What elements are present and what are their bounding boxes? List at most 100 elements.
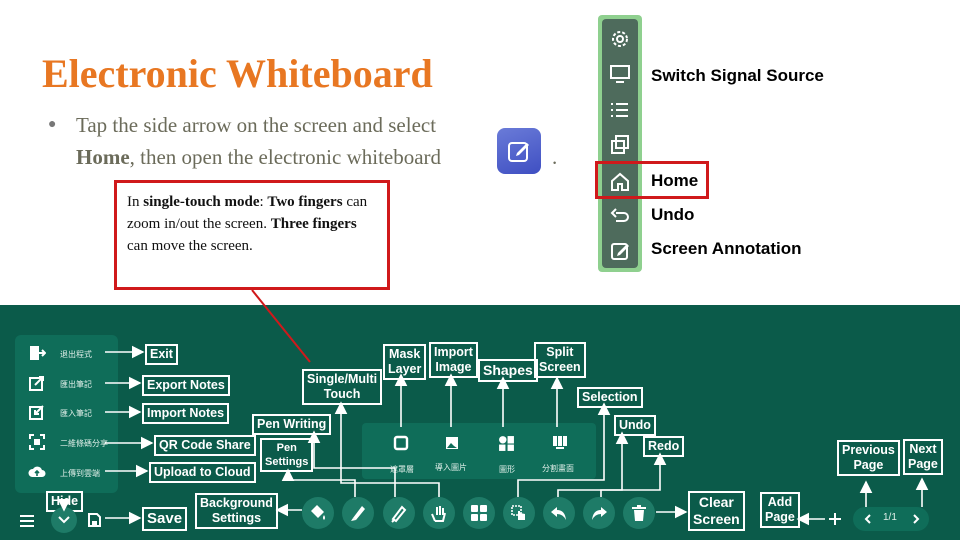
page-counter: 1/1: [883, 512, 897, 523]
menu-item-qr[interactable]: 二維條碼分享: [60, 439, 108, 448]
edit-icon[interactable]: [608, 239, 632, 263]
save-label: Save: [142, 507, 188, 531]
qr-code-share-label: QR Code Share: [154, 435, 256, 456]
menu-icon[interactable]: [18, 513, 36, 529]
redo-label: Redo: [643, 436, 685, 457]
screen-annotation-label: Screen Annotation: [651, 239, 802, 258]
touch-mode-callout: In single-touch mode: Two fingers can zo…: [114, 180, 390, 290]
split-screen-line-2: Screen: [539, 360, 581, 374]
instruction-text: ● Tap the side arrow on the screen and s…: [48, 109, 568, 179]
list-icon[interactable]: [608, 98, 632, 122]
menu-item-upload[interactable]: 上傳到雲端: [60, 469, 100, 478]
undo-button-label: Undo: [614, 415, 656, 436]
shapes-subtoolbar: 遮罩層 導入圖片 圖形 分割畫面: [362, 423, 596, 479]
gear-icon[interactable]: [608, 27, 632, 51]
switch-signal-source-label: Switch Signal Source: [651, 66, 824, 85]
mask-layer-icon[interactable]: [393, 435, 409, 451]
subbar-import-text: 導入圖片: [435, 463, 467, 472]
cloud-upload-icon[interactable]: [28, 463, 46, 481]
pen-icon: [391, 505, 407, 523]
image-icon[interactable]: [444, 435, 460, 451]
add-page-line-1: Add: [767, 495, 793, 509]
chevron-right-icon[interactable]: [911, 513, 921, 525]
background-settings-button[interactable]: [302, 497, 334, 529]
export-icon[interactable]: [28, 374, 46, 392]
import-notes-label: Import Notes: [142, 403, 230, 424]
shapes-button[interactable]: [463, 497, 495, 529]
clear-screen-button[interactable]: [623, 497, 655, 529]
grid-icon: [471, 505, 487, 521]
split-screen-line-1: Split: [546, 345, 574, 359]
add-page-line-2: Page: [765, 510, 795, 524]
callout-text-1: In: [127, 194, 144, 210]
menu-item-export[interactable]: 匯出筆記: [60, 380, 92, 389]
callout-bold-1: single-touch mode: [143, 194, 260, 210]
home-icon[interactable]: [608, 170, 632, 194]
monitor-icon[interactable]: [608, 62, 632, 86]
shapes-icon[interactable]: [498, 435, 515, 452]
undo-button[interactable]: [543, 497, 575, 529]
pen-settings-line-1: Pen: [276, 442, 297, 454]
hand-icon: [431, 506, 446, 522]
next-page-line-2: Page: [908, 457, 938, 471]
save-icon[interactable]: [86, 512, 102, 528]
hide-button[interactable]: [51, 507, 77, 533]
side-toolbar-inner: [602, 19, 638, 268]
callout-text-2: :: [259, 194, 268, 210]
instruction-line-2-rest: , then open the electronic whiteboard: [129, 145, 442, 169]
chevron-left-icon[interactable]: [863, 513, 873, 525]
page-title: Electronic Whiteboard: [42, 51, 433, 96]
qr-code-icon[interactable]: [28, 433, 46, 451]
pointer-hand-icon: [511, 505, 525, 520]
copy-icon[interactable]: [608, 133, 632, 157]
shapes-label: Shapes: [478, 359, 538, 382]
menu-item-import[interactable]: 匯入筆記: [60, 409, 92, 418]
subbar-shapes-text: 圖形: [499, 465, 515, 474]
mask-layer-line-1: Mask: [389, 347, 421, 361]
export-notes-label: Export Notes: [142, 375, 230, 396]
marker-icon: [351, 506, 365, 521]
instruction-period: .: [552, 145, 558, 169]
pen-settings-button[interactable]: [342, 497, 374, 529]
import-icon[interactable]: [28, 403, 46, 421]
background-settings-line-2: Settings: [211, 511, 262, 525]
selection-button[interactable]: [503, 497, 535, 529]
selection-label: Selection: [577, 387, 643, 408]
single-multi-line-2: Touch: [323, 387, 361, 401]
callout-text-3: can zoom in/out the screen.: [127, 194, 368, 232]
subbar-split-text: 分割畫面: [542, 464, 574, 473]
import-image-line-2: Image: [435, 360, 472, 374]
split-screen-icon[interactable]: [552, 434, 568, 450]
mask-layer-line-2: Layer: [388, 362, 422, 376]
callout-bold-3: Three fingers: [270, 216, 357, 232]
subbar-mask-text: 遮罩層: [390, 465, 414, 474]
previous-page-line-1: Previous: [842, 443, 895, 457]
touch-mode-button[interactable]: [423, 497, 455, 529]
callout-text-4: can move the screen.: [127, 238, 253, 254]
bullet-dot: ●: [48, 117, 57, 132]
whiteboard-app-icon: [497, 128, 541, 174]
pen-settings-line-2: Settings: [265, 456, 309, 468]
pen-writing-button[interactable]: [383, 497, 415, 529]
undo-icon: [551, 507, 566, 520]
single-multi-line-1: Single/Multi: [307, 372, 378, 386]
instruction-line-1: Tap the side arrow on the screen and sel…: [76, 113, 437, 137]
exit-icon[interactable]: [28, 344, 46, 362]
plus-icon[interactable]: [827, 511, 843, 527]
menu-item-exit[interactable]: 退出程式: [60, 350, 92, 359]
background-settings-line-1: Background: [200, 496, 273, 510]
instruction-line-2: Home, then open the electronic whiteboar…: [76, 141, 441, 173]
home-label: Home: [651, 171, 699, 190]
redo-button[interactable]: [583, 497, 615, 529]
undo-icon[interactable]: [608, 205, 632, 229]
chevron-down-icon: [58, 516, 70, 524]
edit-icon: [508, 142, 529, 162]
